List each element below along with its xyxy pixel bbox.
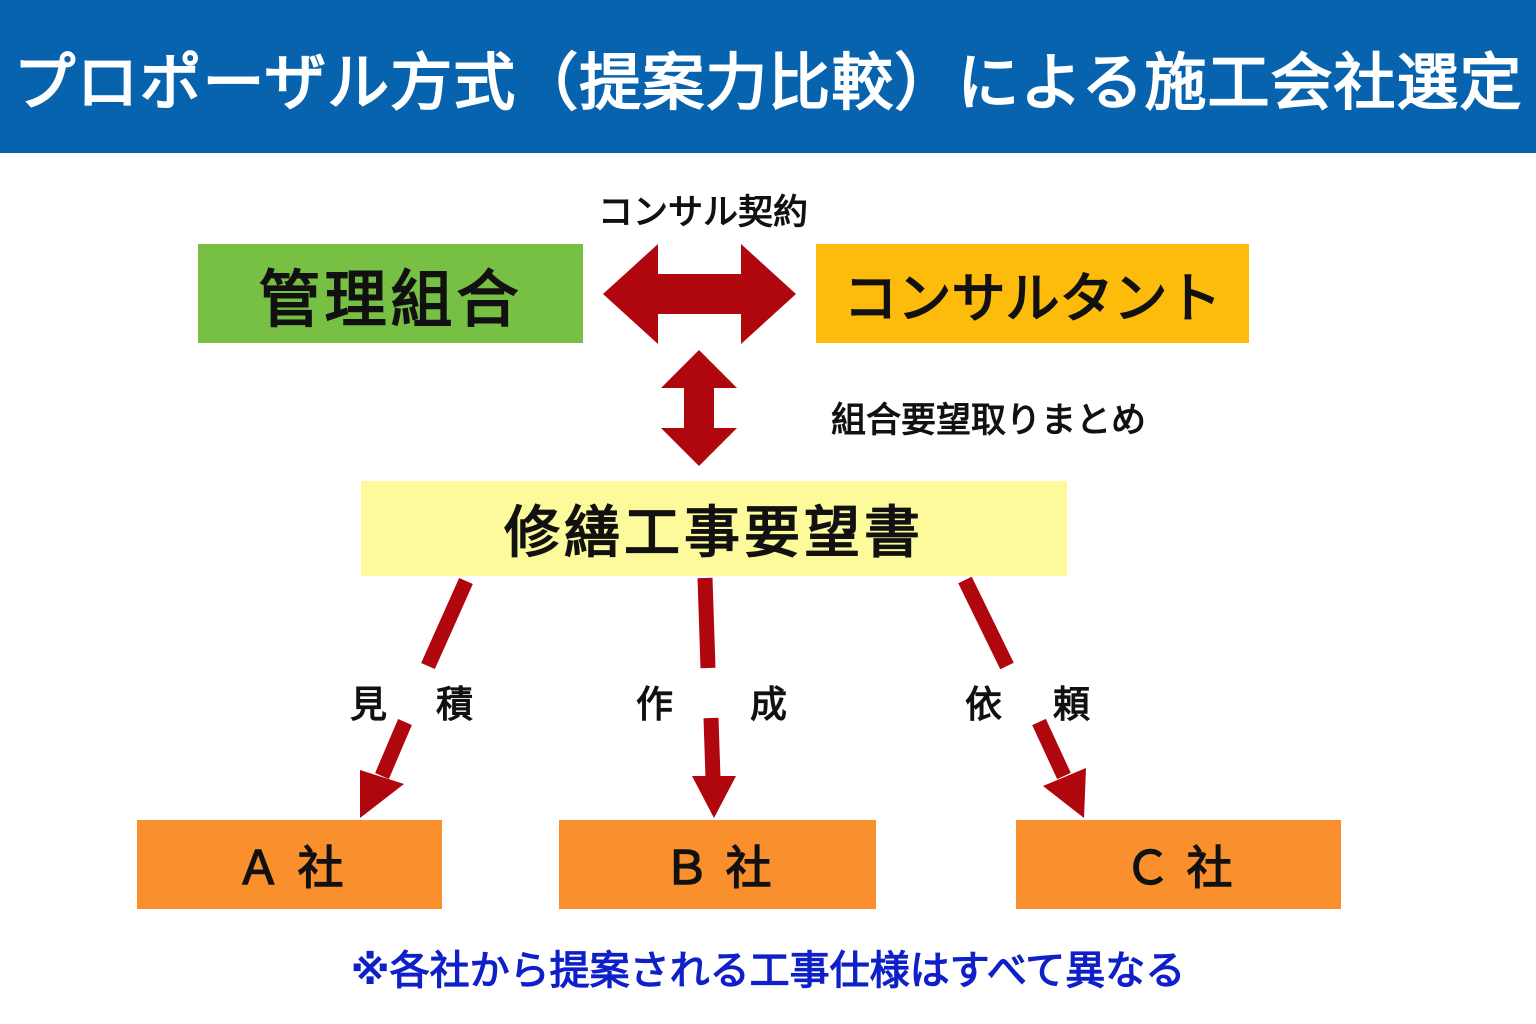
summary-double-arrow: [661, 350, 737, 466]
branch-b-arrowhead: [692, 776, 736, 818]
branch-b-upper: [697, 577, 716, 669]
footnote: ※各社から提案される工事仕様はすべて異なる: [350, 948, 1186, 994]
summary-label: 組合要望取りまとめ: [831, 401, 1147, 441]
company-c-box: Ｃ 社: [1016, 820, 1341, 909]
branch-a-upper: [421, 577, 473, 670]
estimate-char-2: 積: [436, 683, 473, 726]
branch-c-arrowhead: [1043, 768, 1086, 818]
company-b-box: Ｂ 社: [559, 820, 876, 909]
branch-a-lower: [375, 719, 412, 779]
page-title: プロポーザル方式（提案力比較）による施工会社選定: [13, 45, 1523, 119]
contract-double-arrow: [603, 244, 796, 344]
request-char-2: 頼: [1053, 683, 1090, 726]
contract-label: コンサル契約: [598, 193, 809, 233]
branch-a-arrowhead: [360, 770, 404, 818]
consultant-box: コンサルタント: [816, 244, 1249, 343]
branch-c-upper: [958, 576, 1014, 670]
branch-b-lower: [703, 717, 721, 779]
header-bar: [0, 0, 1536, 153]
yobosho-box: 修繕工事要望書: [361, 481, 1067, 576]
create-char-1: 作: [636, 683, 673, 726]
branch-c-lower: [1032, 718, 1071, 780]
company-a-box: Ａ 社: [137, 820, 442, 909]
kumiai-box: 管理組合: [198, 244, 583, 343]
estimate-char-1: 見: [350, 683, 387, 726]
request-char-1: 依: [965, 683, 1002, 726]
create-char-2: 成: [750, 683, 787, 726]
